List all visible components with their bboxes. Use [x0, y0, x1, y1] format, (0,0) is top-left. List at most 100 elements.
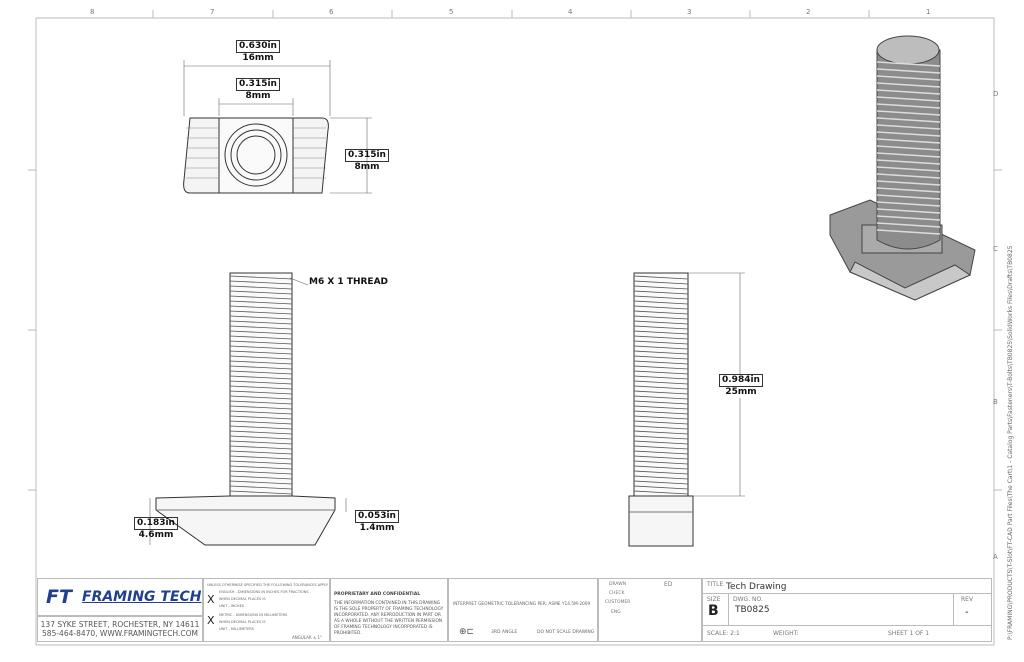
zone-4: 4	[568, 8, 573, 16]
dim-mm: 8mm	[354, 162, 380, 172]
zone-2: 2	[806, 8, 811, 16]
thread-line	[876, 89, 941, 95]
top-view	[183, 60, 372, 194]
proprietary-cell: PROPRIETARY AND CONFIDENTIAL THE INFORMA…	[330, 578, 448, 642]
thread-line	[633, 465, 689, 470]
thread-line	[876, 131, 941, 137]
thread-line	[229, 285, 293, 290]
tol-line: UNIT - MILLIMETERS	[219, 627, 255, 631]
thread-line	[229, 435, 293, 440]
thread-line	[876, 103, 941, 109]
size-label: SIZE	[707, 596, 721, 603]
side-view	[628, 272, 745, 547]
thread-line	[633, 350, 689, 355]
thread-line	[633, 345, 689, 350]
thread-line	[633, 335, 689, 340]
thread-line	[633, 285, 689, 290]
thread-line	[633, 430, 689, 435]
thread-line	[229, 325, 293, 330]
thread-line	[229, 490, 293, 495]
thread-line	[633, 405, 689, 410]
thread-line	[229, 375, 293, 380]
thread-line	[229, 445, 293, 450]
dim-in: 0.183in	[134, 517, 178, 530]
dwg-number: TB0825	[735, 605, 770, 615]
thread-line	[633, 425, 689, 430]
thread-line	[876, 208, 941, 214]
thread-line	[633, 365, 689, 370]
thread-line	[876, 82, 941, 88]
dim-in: 0.053in	[355, 510, 399, 523]
thread-line	[229, 345, 293, 350]
address-cell: 137 SYKE STREET, ROCHESTER, NY 14611 585…	[37, 616, 203, 642]
zone-d: D	[993, 90, 999, 98]
thread-line	[876, 96, 941, 102]
thread-line	[229, 480, 293, 485]
dim-in: 0.315in	[236, 78, 280, 91]
thread-line	[876, 75, 941, 81]
weight: WEIGHT:	[773, 630, 799, 637]
thread-line	[633, 295, 689, 300]
thread-line	[229, 450, 293, 455]
english-check: X	[207, 593, 215, 606]
size-value: B	[708, 603, 719, 619]
thread-line	[229, 300, 293, 305]
zone-8: 8	[90, 8, 95, 16]
metric-check: X	[207, 614, 215, 627]
proprietary-text: THE INFORMATION CONTAINED IN THIS DRAWIN…	[334, 601, 444, 636]
thread-line	[633, 485, 689, 490]
dwg-label: DWG. NO.	[733, 596, 763, 603]
tolerance-cell: UNLESS OTHERWISE SPECIFIED THE FOLLOWING…	[203, 578, 330, 642]
thread-note: M6 X 1 THREAD	[309, 277, 389, 287]
thread-line	[229, 320, 293, 325]
thread-line	[633, 390, 689, 395]
no-scale-note: DO NOT SCALE DRAWING	[537, 630, 595, 635]
drawing-title: Tech Drawing	[726, 582, 787, 592]
thread-line	[229, 380, 293, 385]
tol-line: WHEN DECIMAL PLACES IS	[219, 597, 266, 601]
thread-line	[229, 465, 293, 470]
tol-line: ENGLISH - DIMENSIONS IN INCHES FOR FRACT…	[219, 590, 309, 594]
dim-in: 0.630in	[236, 40, 280, 53]
customer-label: CUSTOMER	[605, 600, 631, 605]
thread-line	[229, 425, 293, 430]
thread-line	[633, 330, 689, 335]
front-view	[149, 272, 347, 546]
thread-line	[633, 385, 689, 390]
thread-line	[229, 305, 293, 310]
thread-line	[876, 180, 941, 186]
thread-line	[229, 420, 293, 425]
company-logo-mark: FT	[46, 586, 72, 608]
thread-line	[876, 173, 941, 179]
tol-line: METRIC - DIMENSIONS IN MILLIMETERS	[219, 613, 288, 617]
company-name: FRAMING TECH	[82, 589, 202, 605]
thread-line	[876, 145, 941, 151]
dim-in: 0.315in	[345, 149, 389, 162]
dim-mm: 8mm	[245, 91, 271, 101]
tolerance-header: UNLESS OTHERWISE SPECIFIED THE FOLLOWING…	[207, 583, 328, 587]
thread-line	[229, 405, 293, 410]
thread-line	[633, 475, 689, 480]
thread-line	[633, 320, 689, 325]
thread-line	[229, 385, 293, 390]
thread-line	[633, 305, 689, 310]
thread-line	[229, 290, 293, 295]
dim-mm: 1.4mm	[359, 523, 395, 533]
thread-line	[633, 470, 689, 475]
thread-line	[633, 360, 689, 365]
thread-line	[229, 365, 293, 370]
thread-line	[229, 355, 293, 360]
thread-line	[633, 445, 689, 450]
thread-line	[876, 117, 941, 123]
thread-line	[229, 280, 293, 285]
thread-line	[229, 340, 293, 345]
isometric-view	[829, 35, 976, 301]
thread-line	[633, 375, 689, 380]
thread-line	[633, 325, 689, 330]
rev-value: -	[965, 607, 969, 618]
thread-line	[633, 290, 689, 295]
thread-line	[229, 410, 293, 415]
thread-line	[633, 310, 689, 315]
